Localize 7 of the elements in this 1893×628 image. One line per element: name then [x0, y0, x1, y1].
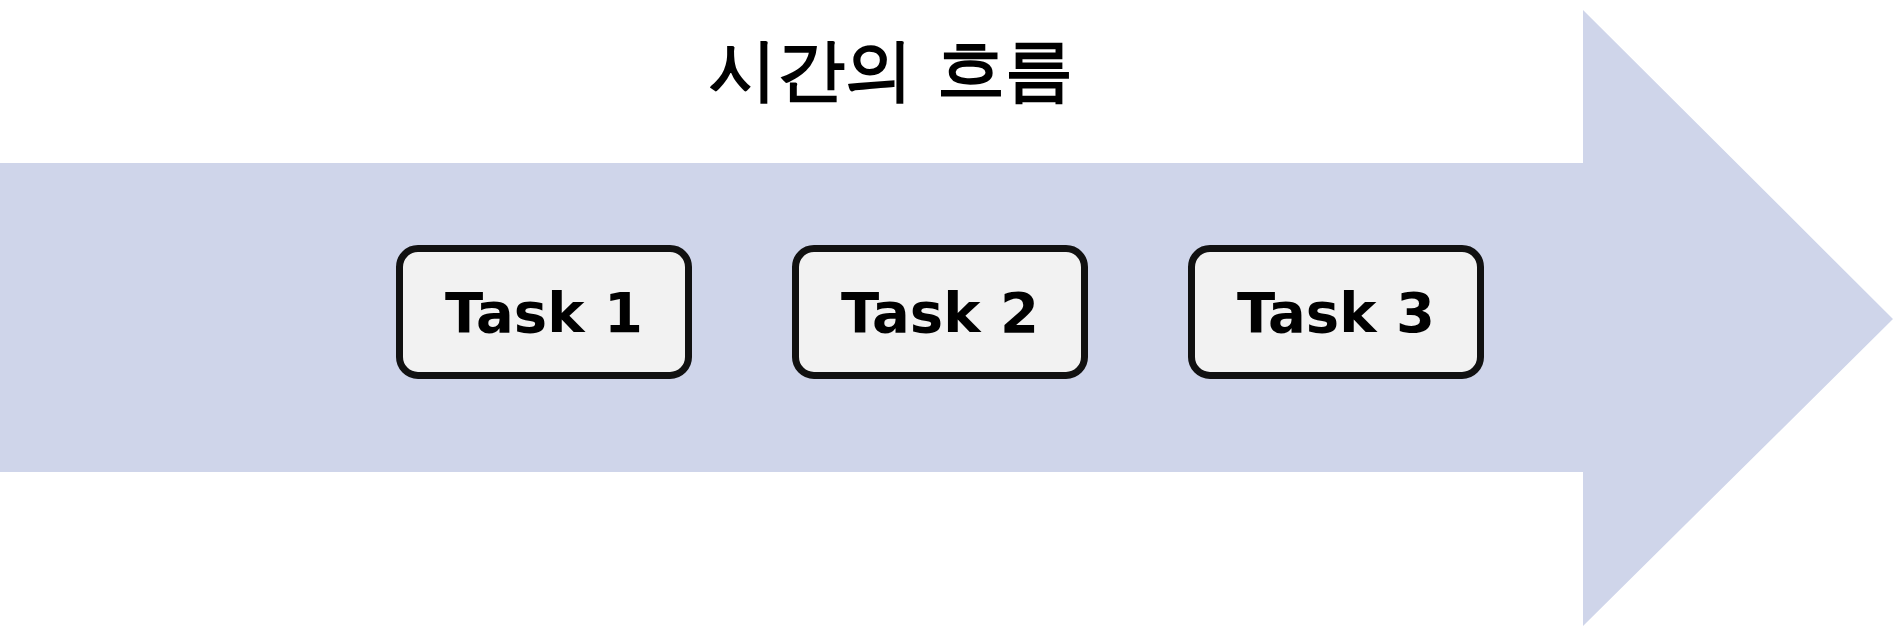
title: 시간의 흐름 — [708, 29, 1074, 111]
task-box — [396, 245, 692, 379]
task-label: Task 2 — [841, 279, 1039, 345]
task-label: Task 3 — [1237, 279, 1435, 345]
task-box — [1188, 245, 1484, 379]
task-label: Task 1 — [445, 279, 643, 345]
task-box — [792, 245, 1088, 379]
